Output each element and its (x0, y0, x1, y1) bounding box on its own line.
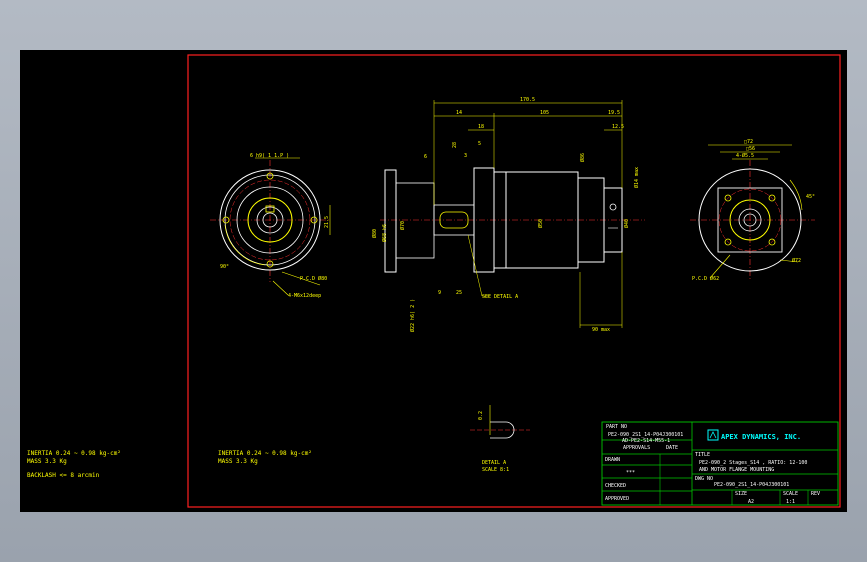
detail-a: 0.2 DETAIL A SCALE 8:1 (470, 405, 530, 473)
left-backlash-note: BACKLASH <= 8 arcmin (27, 472, 100, 479)
tb-scale-value: 1:1 (786, 499, 795, 505)
front-pcd-label: P.C.D Ø80 (300, 275, 327, 282)
right-sq72-label: □72 (744, 139, 753, 145)
tb-part-no-2: AD-PE2-S14-M55-1 (622, 438, 670, 444)
tb-part-no-label: PART NO (606, 424, 627, 430)
mid-inertia-note: INERTIA 0.24 ~ 0.98 kg-cm² (218, 450, 312, 457)
detail-title: DETAIL A (482, 460, 506, 466)
side-dim-5: 5 (478, 141, 481, 147)
side-dia-50: Ø50 (537, 219, 544, 228)
right-view: □72 □56 4-Ø5.5 45° P.C.D Ø62 Ø72 (690, 139, 815, 282)
side-dim-19-5: 19.5 (608, 110, 620, 116)
left-mass-note: MASS 3.3 Kg (27, 458, 67, 465)
side-view: 170.5 14 105 19.5 12.5 18 28 6 5 3 9 25 … (371, 97, 645, 333)
side-dim-9: 9 (438, 290, 441, 296)
side-dia-86: Ø86 (579, 153, 586, 162)
right-angle-label: 45° (806, 194, 815, 200)
detail-scale: SCALE 8:1 (482, 467, 509, 473)
drawing-canvas[interactable]: INERTIA 0.24 ~ 0.98 kg-cm² MASS 3.3 Kg B… (20, 50, 847, 512)
side-dim-12-5: 12.5 (612, 124, 624, 130)
tb-scale-label: SCALE (783, 491, 798, 497)
left-inertia-note: INERTIA 0.24 ~ 0.98 kg-cm² (27, 450, 121, 457)
tb-title-label: TITLE (695, 452, 710, 458)
tb-size-label: SIZE (735, 491, 747, 497)
tb-drawn-label: DRAWN (605, 457, 620, 463)
tb-title-line-1: PE2-090_2 Stages_S14 , RATIO: 12-100 (699, 460, 807, 466)
tb-dwg-no: PE2-090_2S1_14-P04J300101 (714, 482, 789, 488)
tb-company-name: APEX DYNAMICS, INC. (721, 433, 801, 441)
tb-rev-label: REV (811, 491, 820, 497)
front-key-label: 6 h9( 1 1.P ) (250, 153, 289, 159)
side-dim-18: 18 (478, 124, 484, 130)
side-dim-28: 28 (452, 142, 458, 148)
front-angle-label: 90° (220, 264, 229, 270)
tb-approvals-label: APPROVALS (623, 445, 650, 451)
side-dia-22: Ø22 h6( 2 ) (409, 299, 416, 332)
side-dim-25: 25 (456, 290, 462, 296)
tb-approved-label: APPROVED (605, 496, 629, 502)
side-dia-68: Ø68 h6 (381, 224, 388, 242)
side-dim-6: 6 (424, 154, 427, 160)
mid-mass-note: MASS 3.3 Kg (218, 458, 258, 465)
side-overall-dim: 170.5 (520, 97, 535, 103)
front-view: 6 h9( 1 1.P ) 21.5 P.C.D Ø80 4-M6x12deep… (210, 153, 331, 299)
tb-drawn-value: *** (626, 470, 635, 476)
drawing-sheet: INERTIA 0.24 ~ 0.98 kg-cm² MASS 3.3 Kg B… (27, 54, 841, 508)
front-dim-21-5: 21.5 (324, 216, 330, 228)
side-dim-105: 105 (540, 110, 549, 116)
detail-dim: 0.2 (478, 411, 484, 420)
side-dia-70: Ø70 (399, 221, 406, 230)
title-block: PART NO PE2-090_2S1_14-P04J300101 AD-PE2… (601, 421, 839, 506)
tb-size-value: A2 (748, 499, 754, 505)
tb-date-label: DATE (666, 445, 678, 451)
tb-part-no-1: PE2-090_2S1_14-P04J300101 (608, 432, 683, 438)
side-dia-14max: Ø14 max (633, 167, 640, 188)
sheet-border (187, 54, 841, 508)
tb-checked-label: CHECKED (605, 483, 626, 489)
tb-title-line-2: AND MOTOR FLANGE MOUNTING (699, 467, 774, 473)
side-dim-90max: 90 max (592, 327, 610, 333)
tb-dwg-no-label: DWG NO (695, 476, 713, 482)
side-dia-80: Ø80 (371, 229, 378, 238)
right-dia72-label: Ø72 (792, 257, 801, 264)
right-pcd-label: P.C.D Ø62 (692, 275, 719, 282)
right-sq56-label: □56 (746, 146, 755, 152)
side-dim-14: 14 (456, 110, 462, 116)
side-dim-3: 3 (464, 153, 467, 159)
right-hole-label: 4-Ø5.5 (736, 152, 754, 159)
front-tap-label: 4-M6x12deep (288, 293, 321, 299)
side-dia-40: Ø40 (623, 219, 630, 228)
company-logo-icon (707, 429, 719, 441)
see-detail-label: SEE DETAIL A (482, 294, 518, 300)
